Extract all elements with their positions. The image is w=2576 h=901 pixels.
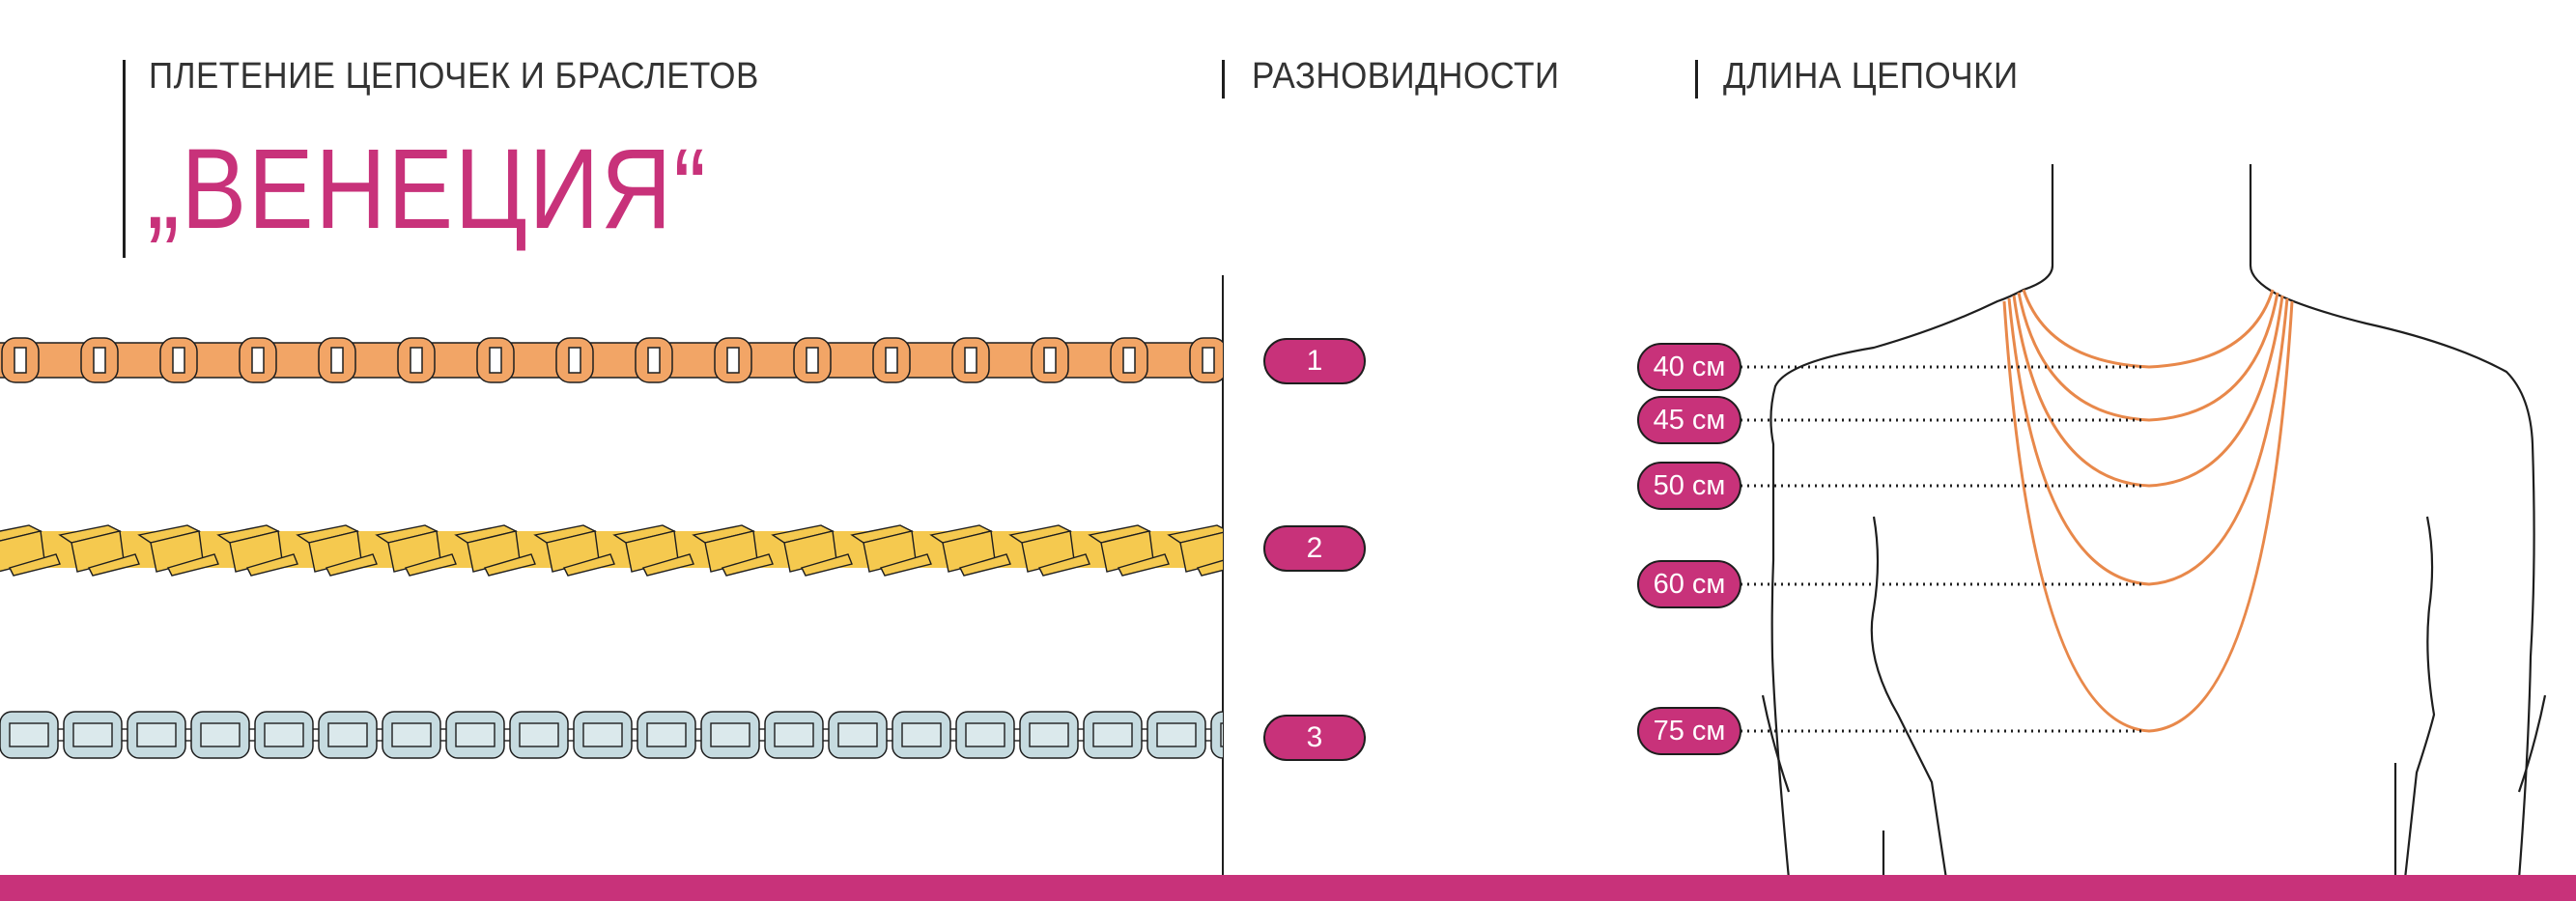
chain-link — [127, 711, 191, 759]
chain-link — [0, 524, 61, 577]
chain-link — [771, 524, 853, 577]
chain-link — [635, 337, 673, 383]
heading-divider-left — [123, 60, 126, 258]
chain-link — [955, 711, 1020, 759]
necklaces — [2002, 289, 2294, 733]
chain-link — [159, 337, 198, 383]
chain-variety-2 — [0, 521, 1223, 577]
length-badge-75: 75 см — [1637, 707, 1741, 755]
chain-link — [454, 524, 536, 577]
chain-link — [318, 711, 382, 759]
length-badge-60: 60 см — [1637, 560, 1741, 608]
chain-link — [1088, 524, 1170, 577]
variety-badge-2: 2 — [1263, 525, 1366, 572]
chain-link — [700, 711, 765, 759]
torso-figure — [1729, 155, 2576, 888]
chain-link — [318, 337, 356, 383]
footer-band — [0, 875, 2576, 901]
chain-link — [612, 524, 694, 577]
chain-link — [850, 524, 932, 577]
chain-link — [397, 337, 436, 383]
variety-badge-3: 3 — [1263, 715, 1366, 761]
chain-link — [1083, 711, 1147, 759]
chain-link — [637, 711, 701, 759]
chain-link — [445, 711, 510, 759]
chain-link — [951, 337, 990, 383]
chain-link — [0, 711, 64, 759]
chain-link — [58, 524, 140, 577]
length-badge-50: 50 см — [1637, 462, 1741, 510]
chain-link — [1019, 711, 1084, 759]
chain-link — [555, 337, 594, 383]
chain-link — [1, 337, 40, 383]
chain-link — [375, 524, 457, 577]
torso-outline — [1761, 164, 2547, 880]
chain-link — [1189, 337, 1223, 383]
chain-link — [533, 524, 615, 577]
chain-link — [80, 337, 119, 383]
heading-divider-varieties — [1222, 60, 1225, 99]
chain-link — [872, 337, 911, 383]
chain-link — [296, 524, 378, 577]
chain-link — [216, 524, 298, 577]
chain-link — [828, 711, 892, 759]
chain-link — [573, 711, 637, 759]
chain-link — [929, 524, 1011, 577]
chain-link — [137, 524, 219, 577]
chain-link — [1110, 337, 1148, 383]
chain-link — [190, 711, 255, 759]
page-title: „ВЕНЕЦИЯ“ — [147, 126, 708, 253]
length-badge-45: 45 см — [1637, 396, 1741, 444]
length-heading: ДЛИНА ЦЕПОЧКИ — [1723, 56, 2019, 97]
varieties-heading: РАЗНОВИДНОСТИ — [1252, 56, 1560, 97]
length-badge-40: 40 см — [1637, 343, 1741, 391]
chain-link — [1167, 524, 1223, 577]
chain-link — [1210, 711, 1223, 759]
chain-link — [692, 524, 774, 577]
weaving-heading: ПЛЕТЕНИЕ ЦЕПОЧЕК И БРАСЛЕТОВ — [149, 56, 759, 97]
chain-link — [1031, 337, 1069, 383]
chain-link — [509, 711, 574, 759]
chain-link — [1008, 524, 1090, 577]
chain-link — [793, 337, 832, 383]
chain-link — [764, 711, 829, 759]
chain-link — [1146, 711, 1211, 759]
chain-link — [476, 337, 515, 383]
variety-badge-1: 1 — [1263, 338, 1366, 384]
chain-link — [63, 711, 127, 759]
chain-variety-1 — [0, 336, 1223, 384]
chain-link — [254, 711, 319, 759]
chain-link — [239, 337, 277, 383]
heading-divider-length — [1695, 60, 1698, 99]
chain-link — [382, 711, 446, 759]
chain-link — [714, 337, 752, 383]
chain-link — [892, 711, 956, 759]
chains-divider — [1222, 275, 1224, 879]
chain-variety-3 — [0, 708, 1223, 762]
